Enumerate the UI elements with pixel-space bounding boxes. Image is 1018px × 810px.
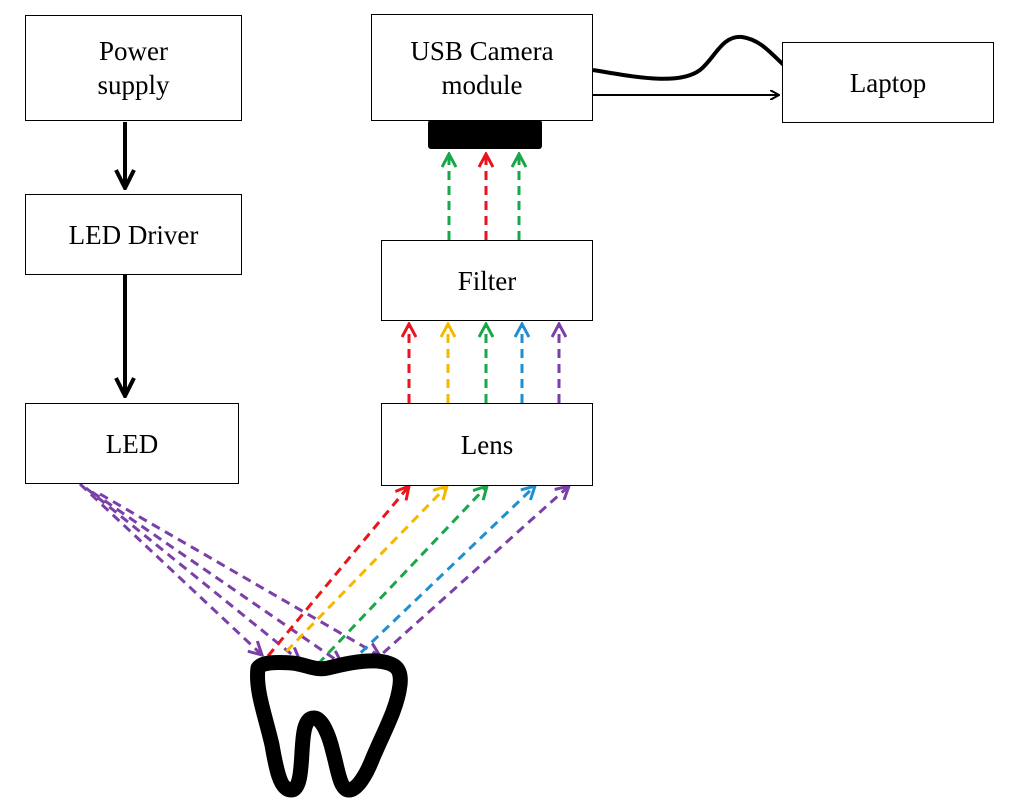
ray-blue-reflect — [348, 486, 535, 665]
lens-box: Lens — [381, 403, 593, 486]
ray-purple-led-2 — [85, 486, 300, 661]
ray-purple-led-3 — [91, 490, 342, 664]
ray-red-reflect — [266, 486, 409, 657]
usb-cable — [592, 34, 789, 81]
led-box: LED — [25, 403, 239, 484]
ray-purple-led-1 — [78, 482, 262, 655]
usb-camera-box: USB Camera module — [371, 14, 593, 121]
laptop-label: Laptop — [849, 67, 927, 98]
camera-sensor-icon — [428, 120, 542, 149]
ray-green-reflect — [316, 486, 487, 666]
led-driver-label: LED Driver — [68, 219, 199, 250]
led-driver-box: LED Driver — [25, 194, 242, 275]
usb-camera-label: USB Camera module — [410, 35, 554, 100]
laptop-box: Laptop — [782, 42, 994, 123]
ray-purple-led-4 — [99, 492, 380, 656]
led-label: LED — [105, 428, 159, 459]
power-supply-label: Power supply — [97, 36, 170, 100]
filter-box: Filter — [381, 240, 593, 321]
filter-label: Filter — [457, 265, 517, 296]
power-supply-box: Power supply — [25, 15, 242, 121]
lens-label: Lens — [460, 429, 514, 460]
ray-yellow-reflect — [274, 486, 447, 664]
tooth-icon — [250, 653, 408, 798]
